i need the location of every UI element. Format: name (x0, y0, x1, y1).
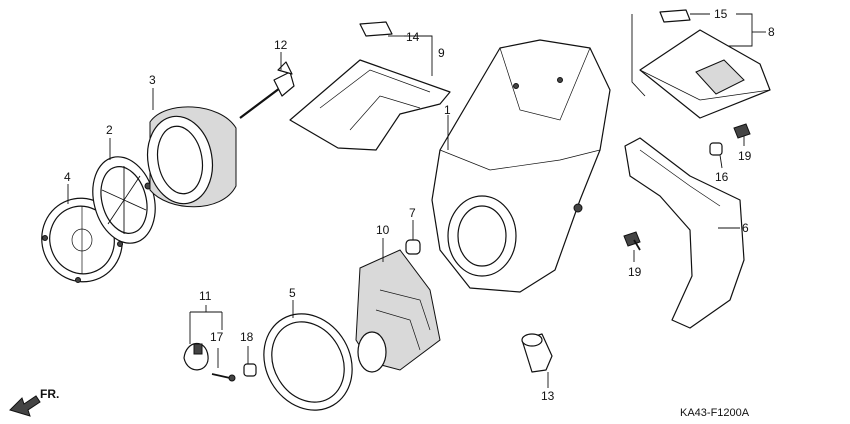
part-3-filter (146, 106, 237, 208)
part-19-bolt-lower (623, 231, 641, 251)
callouts: 1 2 3 4 5 6 7 8 9 10 11 12 13 14 15 (64, 7, 775, 403)
callout-5: 5 (289, 286, 296, 300)
callout-1: 1 (444, 103, 451, 117)
part-7-collar (405, 239, 421, 255)
part-8-cover (631, 14, 771, 119)
callout-2: 2 (106, 123, 113, 137)
callout-11: 11 (199, 289, 212, 303)
part-15-pad (659, 9, 691, 23)
callout-8: 8 (768, 25, 775, 39)
callout-3: 3 (149, 73, 156, 87)
part-14-pad (359, 21, 393, 37)
front-label: FR. (40, 387, 59, 401)
part-6-panel (624, 137, 745, 329)
callout-10: 10 (376, 223, 390, 237)
diagram-code: KA43-F1200A (680, 407, 750, 419)
part-18-nut (243, 363, 257, 377)
callout-15: 15 (714, 7, 728, 21)
callout-7: 7 (409, 206, 416, 220)
part-2-frame (92, 156, 156, 244)
callout-13: 13 (541, 389, 555, 403)
callout-4: 4 (64, 170, 71, 184)
callout-12: 12 (274, 38, 288, 52)
part-5-seal (263, 313, 353, 411)
part-16-grommet (709, 142, 723, 156)
part-13-joint (521, 333, 553, 373)
callout-14: 14 (406, 30, 420, 44)
callout-19-upper: 19 (738, 149, 752, 163)
callout-18: 18 (240, 330, 254, 344)
callout-19-lower: 19 (628, 265, 642, 279)
part-1-case (431, 39, 611, 293)
callout-17: 17 (210, 330, 224, 344)
part-9-cover (289, 59, 451, 151)
part-19-bolt-upper (733, 123, 751, 139)
part-12-wing-bolt (239, 61, 295, 119)
front-arrow: FR. (9, 387, 59, 417)
callout-16: 16 (715, 170, 729, 184)
part-17-screw (211, 373, 236, 382)
callout-9: 9 (438, 46, 445, 60)
part-11-clamp (183, 342, 209, 371)
part-10-boot (355, 249, 441, 373)
callout-6: 6 (742, 221, 749, 235)
